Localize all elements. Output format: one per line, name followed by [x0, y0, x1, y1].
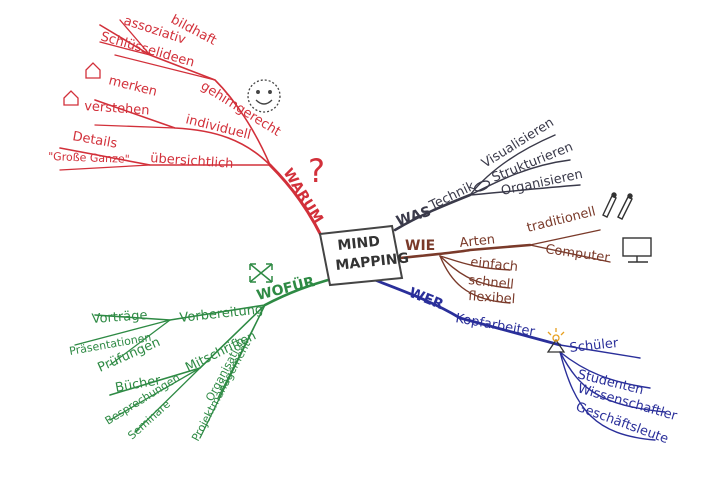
- flexibel-line: [439, 255, 511, 304]
- einfach-line: [439, 255, 511, 271]
- smiley-icon: [247, 79, 281, 113]
- wie-main-line: [398, 243, 532, 260]
- wer-branch: WER Kopfarbeiter Schüler Studenten Wisse…: [368, 276, 679, 447]
- label-schnell: schnell: [468, 273, 515, 293]
- question-mark-icon: ?: [308, 152, 325, 190]
- label-wofuer: WOFÜR: [255, 272, 317, 304]
- center-box: [318, 224, 404, 287]
- schluesselideen-line: [114, 54, 216, 81]
- pencil-icon: [602, 192, 633, 220]
- house-icon-2: [63, 90, 79, 106]
- studenten-line: [559, 351, 651, 389]
- label-verstehen: verstehen: [84, 99, 150, 119]
- label-kopfarbeiter: Kopfarbeiter: [454, 311, 536, 340]
- wofuer-branch: WOFÜR Vorbereitung Vorträge Präsentation…: [68, 263, 337, 443]
- projektmanagement-line: [199, 304, 266, 439]
- computer-icon: [622, 237, 652, 263]
- bildhaft-line: [119, 19, 151, 56]
- label-details: Details: [71, 129, 118, 152]
- label-merken: merken: [107, 73, 158, 99]
- label-uebersichtlich: übersichtlich: [150, 151, 234, 172]
- schueler-line: [559, 344, 641, 359]
- computer-line: [529, 244, 611, 263]
- organisieren-line: [469, 184, 581, 196]
- besprechungen-line: [109, 367, 201, 421]
- label-vortraege: Vorträge: [91, 308, 148, 327]
- seminare-line: [134, 367, 201, 433]
- lightbulb-head-icon: [546, 328, 566, 353]
- label-wer: WER: [407, 285, 446, 313]
- center-line-2: MAPPING: [335, 250, 410, 274]
- pruefungen-line: [109, 319, 171, 366]
- warum-branch: gehirngerecht bildhaft assoziativ Schlüs…: [48, 12, 330, 252]
- label-computer: Computer: [544, 242, 611, 266]
- wie-branch: WIE Arten traditionell Computer einfach …: [398, 192, 652, 307]
- center-node: MIND MAPPING: [318, 224, 410, 287]
- arrows-icon: [249, 263, 273, 283]
- label-grosse-ganze: "Große Ganze": [48, 150, 130, 166]
- schnell-line: [439, 255, 511, 289]
- assoziativ-line: [99, 41, 151, 56]
- label-flexibel: flexibel: [468, 289, 516, 307]
- visualisieren-line: [469, 134, 556, 196]
- label-traditionell: traditionell: [525, 204, 597, 236]
- center-line-1: MIND: [337, 234, 381, 254]
- label-was: WAS: [394, 204, 433, 230]
- label-vorbereitung: Vorbereitung: [179, 302, 264, 326]
- label-einfach: einfach: [470, 255, 519, 275]
- wissenschaftler-line: [559, 351, 666, 413]
- wer-main-line: [368, 276, 562, 347]
- traditionell-line: [529, 229, 601, 246]
- geschaeftsleute-line: [559, 351, 656, 441]
- label-wie: WIE: [405, 238, 435, 254]
- praesentationen-line: [74, 319, 171, 346]
- was-main-line: [393, 193, 472, 232]
- pen-icon: [473, 180, 491, 192]
- label-schueler: Schüler: [569, 336, 620, 356]
- individuell-line: [94, 99, 271, 166]
- verstehen-line: [94, 124, 176, 129]
- house-icon: [85, 62, 101, 79]
- grosse-ganze-line: [59, 164, 151, 171]
- label-arten: Arten: [459, 232, 496, 251]
